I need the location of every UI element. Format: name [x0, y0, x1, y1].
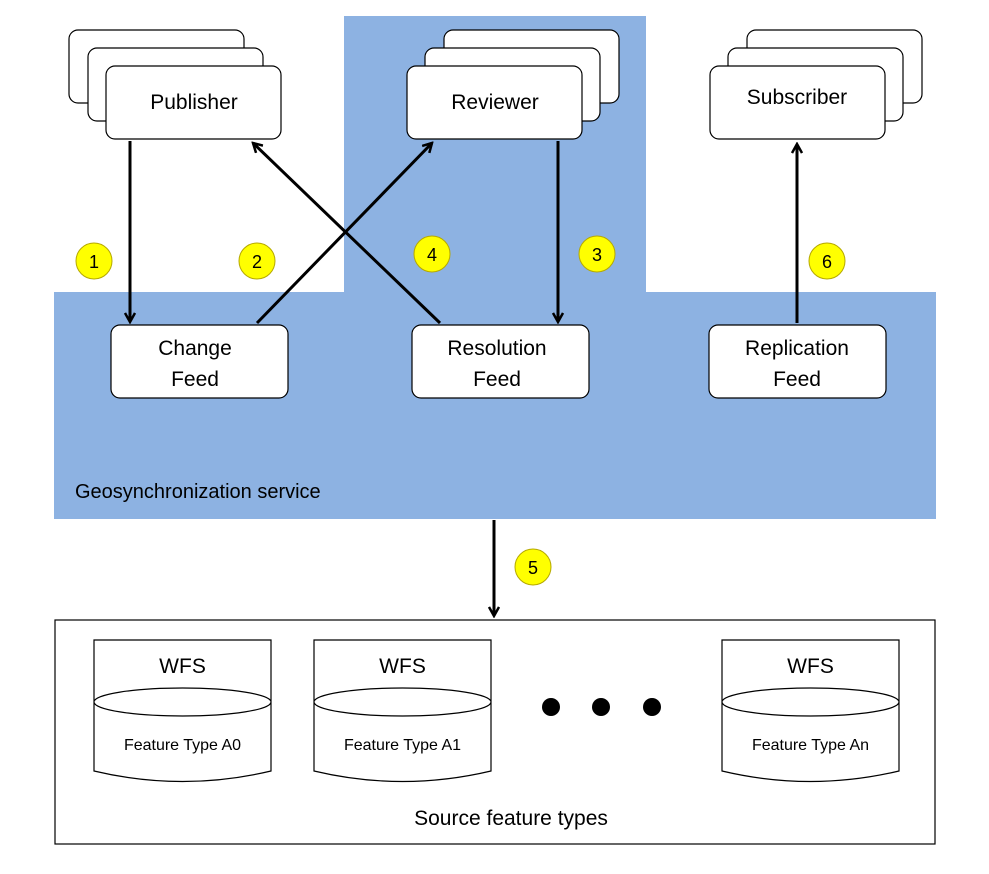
publisher-stack: Publisher — [68, 29, 282, 140]
step-badge-5: 5 — [514, 548, 552, 586]
reviewer-box — [406, 65, 583, 140]
wfs-title: WFS — [159, 655, 206, 678]
feature-type-label: Feature Type A1 — [344, 737, 461, 754]
arrow-resolution-to-publisher — [253, 143, 442, 325]
replication-feed-line2: Feed — [773, 368, 821, 391]
svg-text:2: 2 — [252, 252, 262, 272]
replication-feed: Replication Feed — [708, 324, 887, 399]
svg-text:5: 5 — [528, 558, 538, 578]
wfs-database-a1: WFS Feature Type A1 — [313, 639, 492, 783]
publisher-label: Publisher — [150, 91, 238, 114]
wfs-title: WFS — [379, 655, 426, 678]
resolution-feed: Resolution Feed — [411, 324, 590, 399]
feature-type-label: Feature Type An — [752, 737, 869, 754]
ellipsis-dots — [542, 698, 661, 716]
step-badge-4: 4 — [413, 235, 451, 273]
step-badges: 1 2 3 4 5 6 — [75, 235, 846, 586]
subscriber-label: Subscriber — [747, 86, 847, 109]
replication-feed-line1: Replication — [745, 337, 849, 360]
wfs-database-an: WFS Feature Type An — [721, 639, 900, 783]
wfs-title: WFS — [787, 655, 834, 678]
change-feed-line1: Change — [158, 337, 232, 360]
resolution-feed-line2: Feed — [473, 368, 521, 391]
source-feature-types-label: Source feature types — [414, 807, 608, 830]
service-label: Geosynchronization service — [75, 481, 321, 503]
step-badge-1: 1 — [75, 242, 113, 280]
resolution-feed-line1: Resolution — [447, 337, 546, 360]
svg-text:1: 1 — [89, 252, 99, 272]
svg-text:4: 4 — [427, 245, 437, 265]
wfs-database-a0: WFS Feature Type A0 — [93, 639, 272, 783]
step-badge-3: 3 — [578, 235, 616, 273]
publisher-box — [105, 65, 282, 140]
svg-text:3: 3 — [592, 245, 602, 265]
reviewer-label: Reviewer — [451, 91, 539, 114]
reviewer-stack: Reviewer — [406, 29, 620, 140]
step-badge-6: 6 — [808, 242, 846, 280]
change-feed-line2: Feed — [171, 368, 219, 391]
subscriber-stack: Subscriber — [709, 29, 923, 140]
step-badge-2: 2 — [238, 242, 276, 280]
change-feed: Change Feed — [110, 324, 289, 399]
svg-text:6: 6 — [822, 252, 832, 272]
subscriber-box — [709, 65, 886, 140]
feature-type-label: Feature Type A0 — [124, 737, 241, 754]
